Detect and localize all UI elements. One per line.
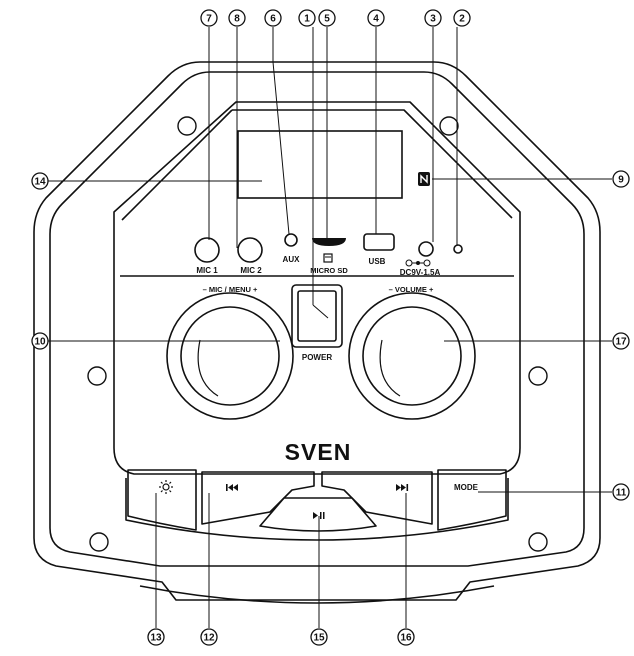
callout-1-num: 1	[304, 14, 310, 25]
callout-3	[424, 9, 442, 27]
screw-bottom-left	[89, 532, 109, 552]
callout-11	[612, 483, 630, 501]
screw-top-right	[439, 116, 459, 136]
bottom-bezel	[125, 478, 509, 541]
dc-jack[interactable]	[418, 241, 434, 257]
callout-8-num: 8	[234, 14, 240, 25]
callout-4-num: 4	[373, 14, 379, 25]
usb-label: USB	[369, 257, 386, 266]
mode-label: MODE	[454, 483, 479, 492]
aux-label: AUX	[283, 255, 301, 264]
light-button[interactable]	[127, 469, 197, 531]
body-inner-outline	[49, 71, 585, 567]
callout-11-num: 11	[616, 488, 627, 499]
dc-polarity-icon	[405, 259, 431, 267]
screw-top-left	[177, 116, 197, 136]
previous-track-icon	[226, 484, 238, 491]
mic-menu-knob[interactable]	[166, 292, 294, 420]
brand-logo: SVEN	[285, 439, 352, 465]
play-pause-icon	[313, 512, 325, 519]
callout-4	[367, 9, 385, 27]
callout-9-num: 9	[618, 175, 624, 186]
callout-3-num: 3	[430, 14, 436, 25]
mic2-jack[interactable]	[237, 237, 263, 263]
mic1-jack[interactable]	[194, 237, 220, 263]
nfc-icon	[418, 172, 430, 186]
panel-inner-bevel	[232, 109, 513, 219]
callout-13-num: 13	[150, 633, 162, 644]
mic1-label: MIC 1	[196, 266, 218, 275]
callout-16	[397, 628, 415, 646]
callout-14-num: 14	[34, 177, 46, 188]
next-button[interactable]	[321, 471, 433, 525]
usb-port[interactable]	[363, 233, 395, 251]
mode-button[interactable]	[437, 469, 507, 531]
body-outer-outline	[33, 61, 601, 601]
front-panel-outline	[113, 101, 521, 475]
mic-menu-label: – MIC / MENU +	[203, 285, 258, 294]
callout-2-num: 2	[459, 14, 465, 25]
callout-5	[318, 9, 336, 27]
callout-8	[228, 9, 246, 27]
screw-bottom-right	[528, 532, 548, 552]
callout-15-num: 15	[313, 633, 325, 644]
callout-12	[200, 628, 218, 646]
screw-mid-left	[87, 366, 107, 386]
callout-16-num: 16	[400, 633, 412, 644]
play-pause-button[interactable]	[259, 497, 377, 532]
callout-10-num: 10	[34, 337, 46, 348]
aux-jack[interactable]	[284, 233, 298, 247]
callout-5-num: 5	[324, 14, 330, 25]
mic2-label: MIC 2	[240, 266, 262, 275]
next-track-icon	[396, 484, 409, 491]
prev-button[interactable]	[201, 471, 315, 525]
callout-7-num: 7	[206, 14, 212, 25]
power-label: POWER	[302, 353, 332, 362]
callout-9	[612, 170, 630, 188]
callout-6	[264, 9, 282, 27]
callout-7	[200, 9, 218, 27]
callout-12-num: 12	[203, 633, 215, 644]
callout-2	[453, 9, 471, 27]
callout-17-num: 17	[615, 337, 627, 348]
callout-6-num: 6	[270, 14, 276, 25]
volume-knob[interactable]	[348, 292, 476, 420]
volume-label: – VOLUME +	[389, 285, 434, 294]
callout-1	[298, 9, 316, 27]
callout-10	[31, 332, 49, 350]
callout-15	[310, 628, 328, 646]
callout-13	[147, 628, 165, 646]
led-indicator	[453, 244, 463, 254]
dc-label: DC9V-1.5A	[400, 268, 441, 277]
display-screen	[237, 130, 403, 199]
sun-icon	[159, 480, 173, 494]
callout-14	[31, 172, 49, 190]
microsd-label: MICRO SD	[310, 266, 348, 275]
microsd-icon	[323, 253, 333, 263]
power-button[interactable]	[291, 284, 343, 348]
microsd-slot[interactable]	[312, 238, 346, 246]
callout-17	[612, 332, 630, 350]
screw-mid-right	[528, 366, 548, 386]
